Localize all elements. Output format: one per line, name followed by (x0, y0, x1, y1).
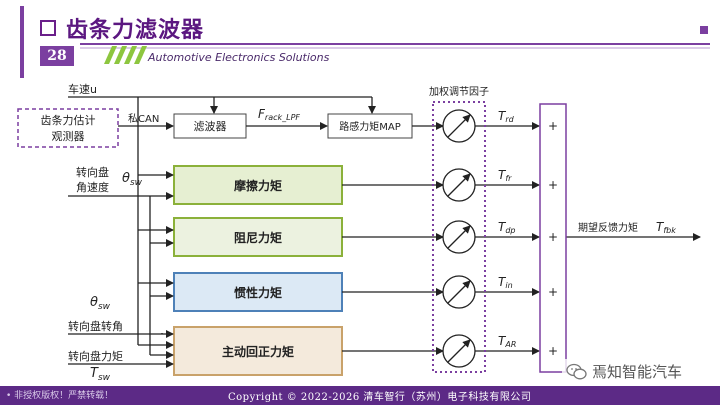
estimator-label-line1: 齿条力估计 (41, 113, 96, 127)
footer-left: • 非授权版权！严禁转载！ (6, 391, 114, 401)
steer-torque-label: 转向盘力矩 (68, 349, 123, 363)
plus-sign-1: + (548, 119, 558, 133)
road-map-label: 路感力矩MAP (339, 120, 401, 133)
final-output-label: 期望反馈力矩 (578, 221, 638, 234)
steer-speed-label-line1: 转向盘 (76, 165, 109, 179)
title-row: 齿条力滤波器 (40, 14, 205, 43)
left-accent-bar (20, 6, 24, 78)
theta-sw-label-1: θsw (122, 171, 143, 188)
subtitle: Automotive Electronics Solutions (148, 51, 330, 64)
weight-circle-dp (442, 220, 476, 254)
inertia-block (173, 272, 343, 312)
weighting-label: 加权调节因子 (429, 85, 489, 98)
output-label-fr: Tfr (498, 168, 512, 183)
output-label-in: Tin (498, 275, 513, 290)
damping-label: 阻尼力矩 (234, 230, 282, 245)
damping-block (173, 217, 343, 257)
wechat-icon (566, 363, 587, 379)
plus-sign-5: + (548, 344, 558, 358)
header-corner-mark (700, 26, 708, 34)
road-map-box (327, 113, 413, 139)
plus-sign-2: + (548, 178, 558, 192)
vehicle-speed-label: 车速u (68, 82, 97, 96)
output-label-dp: Tdp (498, 220, 516, 235)
theta-sw-label-2: θsw (90, 295, 111, 312)
output-label-ar: TAR (498, 334, 516, 349)
estimator-box (17, 108, 119, 148)
weight-circle-in (442, 275, 476, 309)
filter-label: 滤波器 (194, 120, 227, 133)
footer: • 非授权版权！严禁转载！ Copyright © 2022-2026 清车智行… (0, 386, 720, 405)
weighting-box (432, 101, 486, 373)
frack-label: Frack_LPF (258, 107, 300, 122)
weight-circle-fr (442, 168, 476, 202)
estimator-label-line2: 观测器 (52, 130, 85, 143)
final-output-symbol: Tfbk (656, 220, 676, 235)
page-title: 齿条力滤波器 (66, 18, 205, 43)
return-block (173, 326, 343, 376)
return-label: 主动回正力矩 (222, 344, 294, 359)
weight-circle-rd (442, 109, 476, 143)
steer-speed-label-line2: 角速度 (76, 180, 109, 194)
torque-sw-label: Tsw (90, 366, 111, 383)
title-square-icon (40, 20, 56, 36)
plus-sign-3: + (548, 230, 558, 244)
page-number: 28 (40, 46, 74, 66)
footer-copyright: Copyright © 2022-2026 清车智行（苏州）电子科技有限公司 (228, 392, 532, 403)
plus-sign-4: + (548, 285, 558, 299)
steer-angle-label: 转向盘转角 (68, 319, 123, 333)
filter-box (173, 113, 247, 139)
friction-block (173, 165, 343, 205)
output-label-rd: Trd (498, 109, 515, 124)
connections (68, 96, 701, 368)
wechat-badge: 焉知智能汽车 (562, 359, 687, 384)
can-label: 私CAN (128, 113, 159, 125)
friction-label: 摩擦力矩 (234, 178, 282, 193)
weight-circle-ar (442, 334, 476, 368)
wechat-label: 焉知智能汽车 (592, 363, 683, 381)
summation-bar (539, 103, 567, 373)
header-decoration (20, 6, 710, 78)
green-stripes-icon (104, 46, 147, 64)
inertia-label: 惯性力矩 (234, 285, 282, 300)
